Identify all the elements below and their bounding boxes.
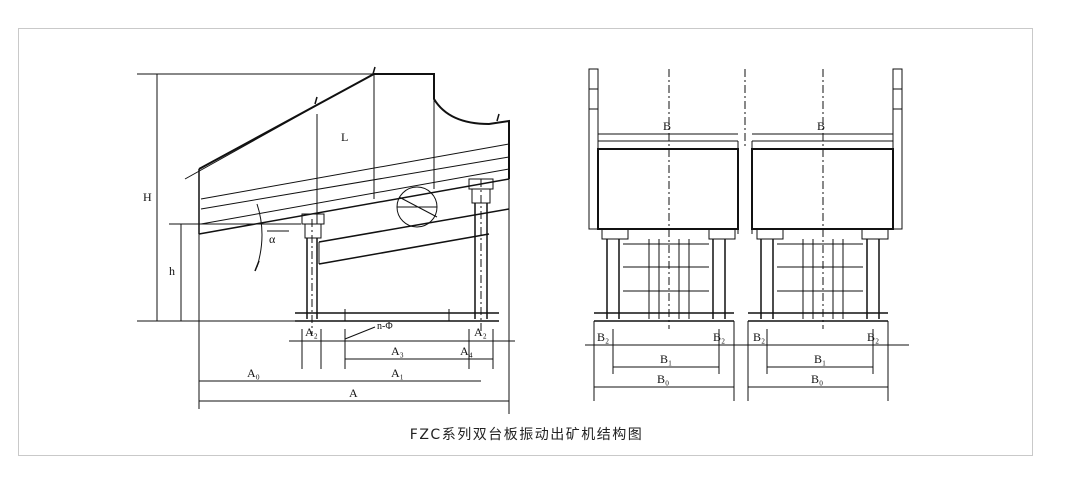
- label-count-note: n-Φ: [377, 321, 393, 332]
- label-B1-left: B₁: [660, 352, 672, 366]
- label-B2-3: B₂: [753, 330, 765, 344]
- label-H: H: [143, 190, 152, 204]
- label-B2-2: B₂: [713, 330, 725, 344]
- label-B0-left: B₀: [657, 372, 669, 386]
- label-A1: A₁: [391, 366, 404, 380]
- structure-drawing: H h L α n-Φ A₂ A₂ A₃ A₄ A₀ A₁ A B B B₂ B…: [137, 66, 909, 414]
- label-B-right: B: [817, 119, 825, 133]
- label-B2-1: B₂: [597, 330, 609, 344]
- figure-caption: FZC系列双台板振动出矿机结构图: [409, 427, 644, 443]
- label-A: A: [349, 386, 358, 400]
- label-B-left: B: [663, 119, 671, 133]
- front-view: [585, 68, 909, 401]
- label-B2-4: B₂: [867, 330, 879, 344]
- label-A3: A₃: [391, 344, 404, 358]
- label-A4: A₄: [460, 344, 473, 358]
- label-L: L: [341, 130, 348, 144]
- side-view: [137, 66, 515, 414]
- drawing-frame: H h L α n-Φ A₂ A₂ A₃ A₄ A₀ A₁ A B B B₂ B…: [18, 28, 1033, 456]
- label-A2-left: A₂: [305, 325, 318, 339]
- label-A2-right: A₂: [474, 325, 487, 339]
- label-B1-right: B₁: [814, 352, 826, 366]
- label-B0-right: B₀: [811, 372, 823, 386]
- label-h: h: [169, 264, 175, 278]
- label-alpha: α: [269, 232, 276, 246]
- label-A0: A₀: [247, 366, 260, 380]
